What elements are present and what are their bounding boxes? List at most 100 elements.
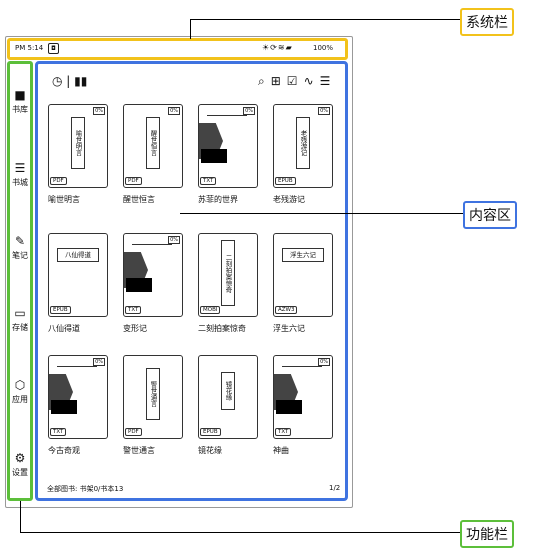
leader-line-content bbox=[180, 213, 463, 214]
status-time: PM 5:14 bbox=[15, 44, 44, 52]
note-icon: ✎ bbox=[14, 234, 26, 248]
sidebar-item-apps[interactable]: ⬡ 应用 bbox=[7, 378, 33, 405]
function-bar bbox=[7, 61, 33, 501]
sidebar-item-label: 笔记 bbox=[12, 251, 28, 260]
cover-bar bbox=[201, 149, 227, 163]
format-badge: EPUB bbox=[200, 428, 221, 436]
book-cover[interactable]: 警世通言 PDF bbox=[123, 355, 183, 439]
leader-line-system bbox=[190, 19, 460, 20]
cover-line bbox=[132, 244, 172, 245]
status-bar bbox=[7, 38, 348, 60]
format-badge: PDF bbox=[50, 177, 67, 185]
cover-bar bbox=[126, 278, 152, 292]
toolbar-right: ⌕⊞☑∿☰ bbox=[258, 74, 336, 89]
shelf-icon: ☰ bbox=[14, 161, 26, 175]
book-title: 变形记 bbox=[123, 324, 147, 333]
wifi-icon: ≋ bbox=[277, 43, 286, 52]
page-indicator[interactable]: 1/2 bbox=[329, 484, 341, 492]
cover-line bbox=[207, 115, 247, 116]
book-cover[interactable]: 0% 老残游记 EPUB bbox=[273, 104, 333, 188]
leader-line-system-drop bbox=[190, 19, 191, 39]
format-badge: TXT bbox=[125, 306, 142, 314]
book-cover[interactable]: 0% 醒世恒言 PDF bbox=[123, 104, 183, 188]
status-icons: ☀⟳≋▰ bbox=[262, 43, 293, 52]
clock-icon[interactable]: ◷ bbox=[52, 74, 63, 88]
progress-badge: 0% bbox=[243, 107, 255, 115]
folder-icon: ▭ bbox=[14, 306, 26, 320]
sidebar-item-settings[interactable]: ⚙ 设置 bbox=[7, 451, 33, 478]
format-badge: TXT bbox=[275, 428, 292, 436]
progress-badge: 0% bbox=[318, 358, 330, 366]
sidebar-item-label: 书库 bbox=[12, 105, 28, 114]
cover-bar bbox=[51, 400, 77, 414]
book-cover[interactable]: 浮生六记 AZW3 bbox=[273, 233, 333, 317]
function-bar-label: 功能栏 bbox=[460, 520, 514, 548]
progress-badge: 0% bbox=[318, 107, 330, 115]
book-cover[interactable]: 镜花缘 EPUB bbox=[198, 355, 258, 439]
book-cover[interactable]: 0% TXT bbox=[198, 104, 258, 188]
format-badge: PDF bbox=[125, 177, 142, 185]
format-badge: AZW3 bbox=[275, 306, 298, 314]
cover-bar bbox=[276, 400, 302, 414]
book-title: 今古奇观 bbox=[48, 446, 80, 455]
progress-badge: 0% bbox=[168, 107, 180, 115]
book-icon: ■ bbox=[14, 88, 26, 102]
book-cover[interactable]: 二刻拍案惊奇 MOBI bbox=[198, 233, 258, 317]
sidebar-item-label: 应用 bbox=[12, 395, 28, 404]
book-title: 镜花缘 bbox=[198, 446, 222, 455]
book-cover[interactable]: 0% TXT bbox=[273, 355, 333, 439]
book-title: 醒世恒言 bbox=[123, 195, 155, 204]
sidebar-item-library[interactable]: ■ 书库 bbox=[7, 88, 33, 115]
content-area-label: 内容区 bbox=[463, 201, 517, 229]
book-cover[interactable]: 0% TXT bbox=[123, 233, 183, 317]
format-badge: PDF bbox=[125, 428, 142, 436]
format-badge: TXT bbox=[200, 177, 217, 185]
cover-title: 警世通言 bbox=[146, 368, 160, 420]
cover-title: 老残游记 bbox=[296, 117, 310, 169]
sidebar-item-label: 存储 bbox=[12, 323, 28, 332]
check-icon[interactable]: ☑ bbox=[286, 74, 304, 88]
chart-icon[interactable]: ∿ bbox=[303, 74, 320, 88]
settings-icon: ⚙ bbox=[14, 451, 26, 465]
book-title: 神曲 bbox=[273, 446, 289, 455]
bars-icon[interactable]: ▮▮ bbox=[74, 74, 88, 88]
book-title: 浮生六记 bbox=[273, 324, 305, 333]
cover-line bbox=[57, 366, 97, 367]
sidebar-item-store[interactable]: ☰ 书城 bbox=[7, 161, 33, 188]
sidebar-item-storage[interactable]: ▭ 存储 bbox=[7, 306, 33, 333]
toolbar-left: ◷ | ▮▮ bbox=[52, 74, 88, 88]
book-cover[interactable]: 0% 喻世明言 PDF bbox=[48, 104, 108, 188]
brightness-icon: ☀ bbox=[262, 43, 271, 52]
book-title: 苏菲的世界 bbox=[198, 195, 238, 204]
format-badge: MOBI bbox=[200, 306, 221, 314]
book-title: 八仙得道 bbox=[48, 324, 80, 333]
format-badge: EPUB bbox=[275, 177, 296, 185]
add-icon[interactable]: ⊞ bbox=[270, 74, 287, 88]
book-cover[interactable]: 八仙得道 EPUB bbox=[48, 233, 108, 317]
search-icon[interactable]: ⌕ bbox=[258, 74, 271, 88]
sidebar-item-notes[interactable]: ✎ 笔记 bbox=[7, 234, 33, 261]
progress-badge: 0% bbox=[93, 358, 105, 366]
cover-title: 醒世恒言 bbox=[146, 117, 160, 169]
sync-icon: ⟳ bbox=[270, 43, 278, 52]
format-badge: EPUB bbox=[50, 306, 71, 314]
library-summary: 全部图书: 书架0/书本13 bbox=[47, 485, 124, 493]
book-title: 老残游记 bbox=[273, 195, 305, 204]
cover-title: 八仙得道 bbox=[57, 248, 99, 262]
sidebar-item-label: 设置 bbox=[12, 468, 28, 477]
cover-title: 镜花缘 bbox=[221, 372, 235, 410]
list-icon[interactable]: ☰ bbox=[319, 74, 337, 88]
format-badge: TXT bbox=[50, 428, 67, 436]
book-title: 警世通言 bbox=[123, 446, 155, 455]
leader-line-function bbox=[20, 532, 460, 533]
app-cube-icon: ⬡ bbox=[14, 378, 26, 392]
progress-badge: 0% bbox=[93, 107, 105, 115]
leader-line-function-drop bbox=[20, 501, 21, 532]
cover-title: 浮生六记 bbox=[282, 248, 324, 262]
book-title: 喻世明言 bbox=[48, 195, 80, 204]
system-bar-label: 系统栏 bbox=[460, 8, 514, 36]
cover-title: 喻世明言 bbox=[71, 117, 85, 169]
cover-title: 二刻拍案惊奇 bbox=[221, 240, 235, 306]
book-cover[interactable]: 0% TXT bbox=[48, 355, 108, 439]
progress-badge: 0% bbox=[168, 236, 180, 244]
